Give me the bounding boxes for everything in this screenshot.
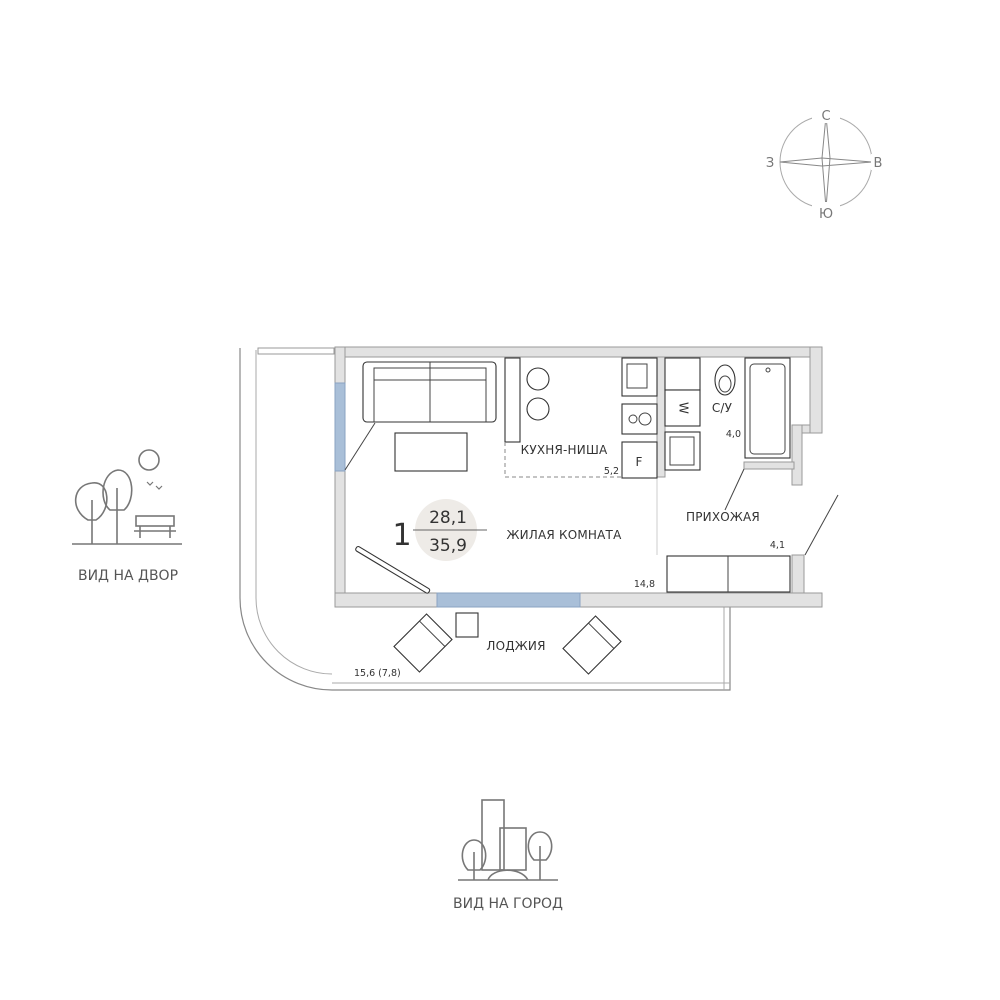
rooms-count: 1 [392,518,411,553]
kitchen-label: КУХНЯ-НИША [521,443,608,457]
balcony-door-swing [344,422,376,471]
bar-stool [526,367,550,391]
bathroom-label: С/У [712,401,733,415]
loggia-table [455,612,479,638]
bathroom-door [724,468,745,511]
yard-view-icon [72,449,182,545]
living-area-value: 28,1 [429,508,467,528]
cooktop [621,403,658,435]
bathroom-cabinet [664,357,701,391]
toilet [714,364,736,396]
washer-label: W [677,402,691,414]
fridge [621,441,658,479]
hallway-area: 4,1 [770,540,785,551]
compass-west-label: З [766,156,774,171]
compass: С Ю З В [763,107,887,222]
bathroom-area: 4,0 [726,429,741,440]
living-room-label: ЖИЛАЯ КОМНАТА [507,528,623,542]
tv [355,545,431,594]
window-left [334,382,346,472]
sofa [362,361,497,423]
city-view-label: ВИД НА ГОРОД [453,896,563,912]
total-area-value: 35,9 [429,536,467,556]
yard-view-label: ВИД НА ДВОР [78,568,178,584]
loggia-lounge-chair-right [562,615,622,675]
bathtub [744,357,791,459]
entrance-door [804,494,839,556]
fridge-label: F [635,455,642,469]
washing-machine [664,389,701,427]
bar-stool [526,397,550,421]
kitchen-area: 5,2 [604,466,619,477]
window-bottom [436,592,581,608]
compass-north-label: С [821,109,830,124]
loggia-label: ЛОДЖИЯ [486,639,545,653]
city-view-icon [458,799,558,881]
kitchen-sink [621,357,658,397]
living-room-area: 14,8 [634,579,655,590]
coffee-table [394,432,468,472]
loggia-area: 15,6 (7,8) [354,668,401,679]
loggia [239,347,731,691]
compass-east-label: В [874,156,883,171]
bar-counter [504,357,521,443]
area-badge: 1 28,1 35,9 [392,499,487,561]
wardrobe [666,555,791,593]
compass-south-label: Ю [819,207,833,222]
loggia-lounge-chair-left [393,613,453,673]
hallway-label: ПРИХОЖАЯ [686,510,760,524]
bathroom-sink [664,431,701,471]
